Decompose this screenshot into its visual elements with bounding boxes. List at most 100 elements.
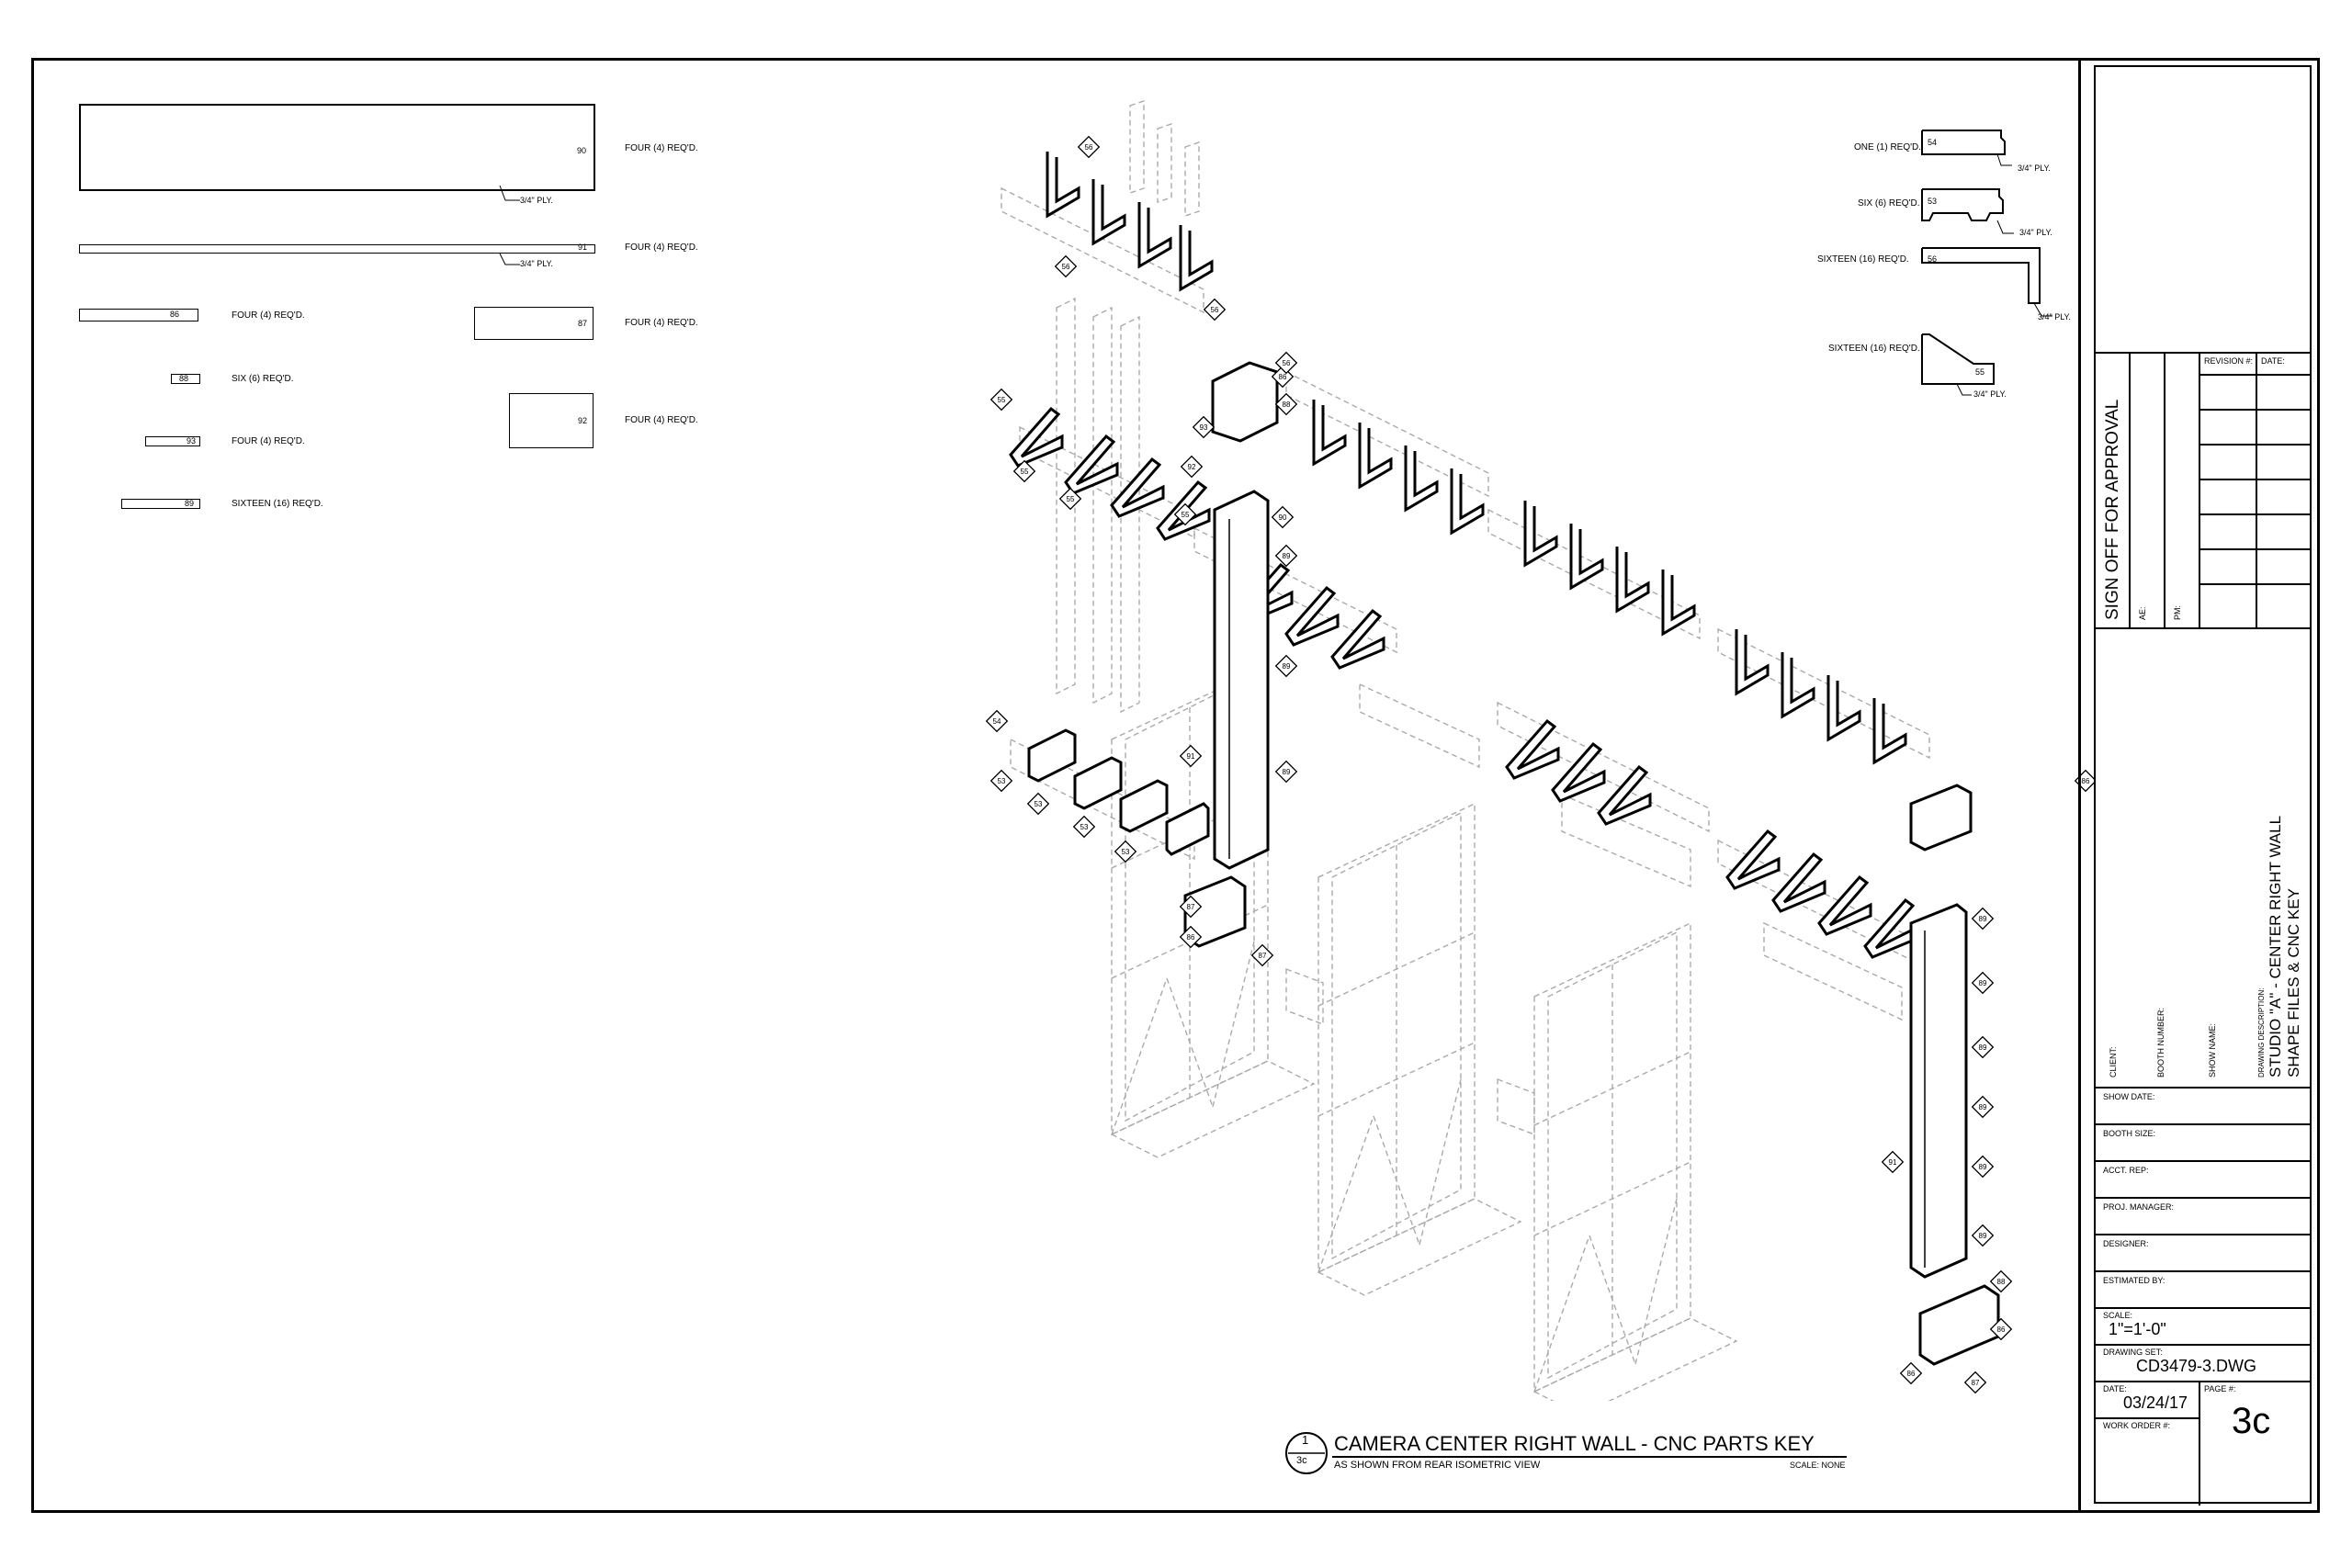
svg-text:86: 86	[1907, 1370, 1916, 1378]
tag-91: 91	[1180, 745, 1202, 767]
svg-text:89: 89	[1979, 915, 1987, 923]
svg-text:89: 89	[1283, 768, 1291, 776]
drawing-scale-note: SCALE: NONE	[1790, 1461, 1846, 1470]
tag-56: 56	[1055, 255, 1077, 277]
frame-unit-2	[1317, 802, 1522, 1296]
svg-text:86: 86	[1187, 933, 1195, 942]
tag-56: 56	[1204, 299, 1226, 321]
part-54-quantity: ONE (1) REQ'D.	[1854, 142, 1922, 152]
tag-54: 54	[986, 710, 1008, 732]
svg-text:87: 87	[1259, 952, 1267, 960]
svg-text:53: 53	[998, 777, 1006, 785]
part-91-shape: 91	[79, 243, 595, 254]
part-89-quantity: SIXTEEN (16) REQ'D.	[232, 499, 323, 509]
tag-89: 89	[1972, 1036, 1994, 1058]
frame-units	[1001, 100, 1930, 1401]
part-56-quantity: SIXTEEN (16) REQ'D.	[1817, 254, 1909, 265]
description-line-1: STUDIO "A" - CENTER RIGHT WALL	[2267, 815, 2284, 1077]
estimated-by-label: ESTIMATED BY:	[2103, 1276, 2165, 1285]
svg-text:91: 91	[1889, 1158, 1897, 1167]
tag-53: 53	[1114, 840, 1136, 863]
part-91-quantity: FOUR (4) REQ'D.	[625, 243, 698, 253]
part-86-quantity: FOUR (4) REQ'D.	[232, 310, 305, 321]
part-55-quantity: SIXTEEN (16) REQ'D.	[1828, 344, 1920, 354]
part-90-shape: 90	[79, 104, 595, 191]
tag-53: 53	[990, 770, 1012, 792]
part-53-material: 3/4" PLY.	[2019, 228, 2052, 237]
svg-text:92: 92	[1188, 463, 1196, 471]
ply-leader-90	[499, 185, 520, 201]
revision-grid: REVISION #: DATE:	[2200, 352, 2312, 627]
tag-88: 88	[1275, 393, 1297, 415]
tag-89: 89	[1972, 908, 1994, 930]
part-89-shape: 89	[121, 499, 200, 509]
svg-text:89: 89	[1979, 1232, 1987, 1240]
tag-92: 92	[1181, 456, 1203, 478]
part-87-quantity: FOUR (4) REQ'D.	[625, 318, 698, 328]
scale-label: SCALE:	[2103, 1311, 2133, 1320]
tag-91: 91	[1882, 1151, 1904, 1173]
tag-89: 89	[1972, 1224, 1994, 1247]
detail-number: 1	[1302, 1433, 1309, 1447]
tag-89: 89	[1275, 545, 1297, 567]
tag-87: 87	[1251, 944, 1273, 966]
tag-93: 93	[1193, 416, 1215, 438]
svg-text:56: 56	[1211, 306, 1219, 314]
ply-leader-91	[499, 253, 520, 265]
tag-53: 53	[1073, 816, 1095, 838]
tag-89: 89	[1275, 761, 1297, 783]
svg-text:91: 91	[1187, 752, 1195, 761]
svg-text:87: 87	[1187, 903, 1195, 911]
svg-text:89: 89	[1283, 552, 1291, 560]
part-56-shape	[1921, 247, 2052, 317]
svg-text:55: 55	[1021, 468, 1029, 476]
tag-87: 87	[1180, 896, 1202, 918]
isometric-assembly-drawing: 56 56 56 55 55 55 55 86 88 93 92 90 89 8…	[986, 100, 2095, 1401]
svg-text:88: 88	[1283, 400, 1291, 409]
title-underline	[1332, 1456, 1847, 1458]
part-53-shape	[1921, 188, 2014, 234]
date-label: DATE:	[2103, 1384, 2127, 1393]
scale-value: 1"=1'-0"	[2109, 1320, 2166, 1338]
svg-text:53: 53	[1122, 848, 1130, 856]
description-line-2: SHAPE FILES & CNC KEY	[2285, 888, 2302, 1077]
part-tags: 56 56 56 55 55 55 55 86 88 93 92 90 89 8…	[986, 136, 2095, 1393]
page-value: 3c	[2232, 1401, 2271, 1441]
part-54-material: 3/4" PLY.	[2018, 164, 2051, 173]
title-block-inner: SIGN OFF FOR APPROVAL AE: PM: REVISION #…	[2094, 65, 2312, 1506]
page-label: PAGE #:	[2204, 1384, 2236, 1393]
tag-55: 55	[1013, 460, 1035, 482]
svg-text:87: 87	[1972, 1379, 1980, 1387]
tag-55: 55	[1174, 503, 1196, 525]
svg-text:56: 56	[1283, 359, 1291, 367]
svg-text:56: 56	[1062, 263, 1070, 271]
svg-text:89: 89	[1979, 979, 1987, 987]
tag-90: 90	[1272, 506, 1294, 528]
part-54-shape	[1921, 130, 2012, 166]
tag-55: 55	[990, 389, 1012, 411]
booth-number-label: BOOTH NUMBER:	[2156, 1007, 2165, 1077]
svg-text:55: 55	[1182, 511, 1190, 519]
tag-89: 89	[1972, 1096, 1994, 1118]
show-date-label: SHOW DATE:	[2103, 1092, 2155, 1101]
tag-86: 86	[1990, 1318, 2012, 1340]
svg-text:89: 89	[1979, 1163, 1987, 1171]
svg-text:93: 93	[1200, 423, 1208, 432]
drawing-subtitle: AS SHOWN FROM REAR ISOMETRIC VIEW	[1334, 1460, 1541, 1471]
tag-53: 53	[1027, 793, 1049, 815]
svg-text:55: 55	[1067, 495, 1075, 503]
solid-parts	[1009, 150, 2000, 1366]
pm-label: PM:	[2173, 604, 2182, 620]
drawing-description-label: DRAWING DESCRIPTION:	[2257, 987, 2266, 1077]
proj-manager-label: PROJ. MANAGER:	[2103, 1202, 2175, 1212]
tag-55: 55	[1059, 488, 1081, 510]
part-87-shape: 87	[474, 307, 594, 340]
svg-text:55: 55	[998, 396, 1006, 404]
part-91-material: 3/4" PLY.	[520, 259, 553, 268]
booth-size-label: BOOTH SIZE:	[2103, 1129, 2156, 1138]
part-90-quantity: FOUR (4) REQ'D.	[625, 143, 698, 153]
tag-87: 87	[1964, 1371, 1986, 1393]
svg-text:88: 88	[1997, 1278, 2006, 1286]
acct-rep-label: ACCT. REP:	[2103, 1166, 2149, 1175]
tag-86: 86	[1272, 366, 1294, 388]
